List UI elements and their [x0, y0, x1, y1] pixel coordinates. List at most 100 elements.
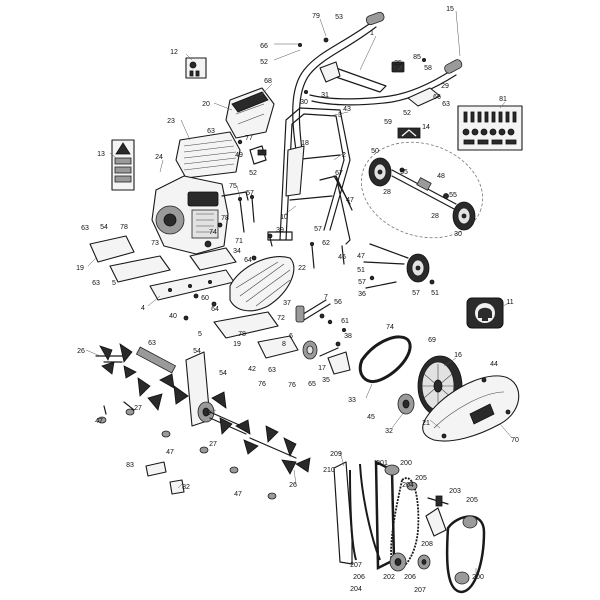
callout-c-8: 8 — [282, 341, 286, 348]
shield-5 — [213, 311, 279, 339]
callout-c-3: 3 — [338, 112, 342, 119]
callout-c-66a: 66 — [260, 43, 268, 50]
callout-c-52b: 52 — [403, 110, 411, 117]
callout-c-26b: 26 — [289, 482, 297, 489]
handle-frame — [267, 107, 353, 245]
callout-c-73: 73 — [151, 240, 159, 247]
callout-c-2: 2 — [342, 152, 346, 159]
callout-c-48: 48 — [437, 173, 445, 180]
callout-c-63c: 63 — [81, 225, 89, 232]
small-fittings — [217, 139, 273, 247]
callout-c-205a: 205 — [415, 475, 427, 482]
callout-c-67: 67 — [335, 170, 343, 177]
callout-c-43: 43 — [343, 106, 351, 113]
callout-c-30a: 30 — [300, 99, 308, 106]
callout-c-46: 46 — [338, 254, 346, 261]
callout-c-78a: 78 — [221, 215, 229, 222]
callout-c-14: 14 — [422, 124, 430, 131]
callout-c-1: 1 — [370, 30, 374, 37]
callout-c-54a: 54 — [100, 224, 108, 231]
callout-c-32: 32 — [385, 428, 393, 435]
side-discs — [145, 461, 185, 495]
callout-c-47d: 47 — [166, 449, 174, 456]
callout-c-22: 22 — [298, 265, 306, 272]
callout-c-200b: 200 — [472, 574, 484, 581]
callout-c-202: 202 — [383, 574, 395, 581]
callout-c-6: 6 — [289, 333, 293, 340]
callout-c-65: 65 — [308, 381, 316, 388]
left-shield-19 — [89, 235, 135, 263]
callout-c-63a: 63 — [442, 101, 450, 108]
callout-c-81: 81 — [499, 96, 507, 103]
callout-c-71: 71 — [235, 238, 243, 245]
engine-cover — [225, 87, 275, 139]
callout-c-47a: 47 — [346, 197, 354, 204]
callout-c-51b: 51 — [431, 290, 439, 297]
callout-c-9: 9 — [207, 410, 211, 417]
callout-c-27b: 27 — [209, 441, 217, 448]
callout-c-7: 7 — [324, 294, 328, 301]
callout-c-19a: 19 — [76, 265, 84, 272]
callout-c-63e: 63 — [148, 340, 156, 347]
callout-c-206a: 206 — [353, 574, 365, 581]
callout-c-63d: 63 — [92, 280, 100, 287]
handle-bracket — [285, 145, 305, 197]
callout-c-82: 82 — [182, 484, 190, 491]
callout-c-16: 16 — [454, 352, 462, 359]
callout-c-38: 38 — [344, 333, 352, 340]
callout-c-52a: 52 — [260, 59, 268, 66]
depth-bar — [295, 175, 351, 325]
transmission-guard-22 — [229, 256, 295, 312]
callout-c-27a: 27 — [134, 405, 142, 412]
callout-c-206b: 206 — [404, 574, 416, 581]
gearbox-belts — [213, 311, 415, 415]
wheel-lower — [452, 201, 476, 231]
drive-belt-74 — [358, 335, 412, 383]
callout-c-69: 69 — [428, 337, 436, 344]
callout-c-85: 85 — [413, 54, 421, 61]
callout-c-62: 62 — [322, 240, 330, 247]
callout-c-4: 4 — [141, 305, 145, 312]
callout-c-47b: 47 — [357, 253, 365, 260]
callout-c-57a: 57 — [246, 190, 254, 197]
chain-drive-kit — [333, 459, 486, 594]
callout-c-26a: 26 — [77, 348, 85, 355]
front-wheel-axle — [363, 243, 435, 289]
callout-c-57b: 57 — [314, 226, 322, 233]
callout-c-34: 34 — [233, 248, 241, 255]
callout-c-74a: 74 — [209, 229, 217, 236]
callout-c-12: 12 — [170, 49, 178, 56]
callout-c-78b: 78 — [120, 224, 128, 231]
callout-c-207b: 207 — [414, 587, 426, 594]
callout-c-58: 58 — [424, 65, 432, 72]
callout-c-64b: 64 — [211, 306, 219, 313]
callout-c-204: 204 — [402, 482, 414, 489]
callout-c-42: 42 — [248, 366, 256, 373]
callout-c-17: 17 — [318, 365, 326, 372]
sticker-12 — [185, 57, 207, 79]
callout-c-51a: 51 — [357, 267, 365, 274]
callout-c-205b: 205 — [466, 497, 478, 504]
engine-block — [151, 175, 249, 255]
switch-block — [391, 61, 405, 73]
base-plate-4 — [149, 269, 235, 301]
callout-c-77: 77 — [245, 135, 253, 142]
callout-c-209: 209 — [330, 451, 342, 458]
callout-c-57d: 57 — [412, 290, 420, 297]
callout-c-208: 208 — [421, 541, 433, 548]
callout-c-66b: 66 — [433, 94, 441, 101]
callout-c-28a: 28 — [383, 189, 391, 196]
callout-c-76a: 76 — [258, 381, 266, 388]
callout-c-21: 21 — [422, 420, 430, 427]
callout-c-52c: 52 — [249, 170, 257, 177]
callout-c-59: 59 — [384, 119, 392, 126]
clutch-lever — [407, 87, 441, 107]
sticker-14 — [397, 127, 421, 139]
callout-c-5a: 5 — [112, 280, 116, 287]
callout-c-57c: 57 — [358, 279, 366, 286]
callout-c-76b: 76 — [288, 382, 296, 389]
callout-c-45: 45 — [367, 414, 375, 421]
callout-c-207a: 207 — [350, 562, 362, 569]
